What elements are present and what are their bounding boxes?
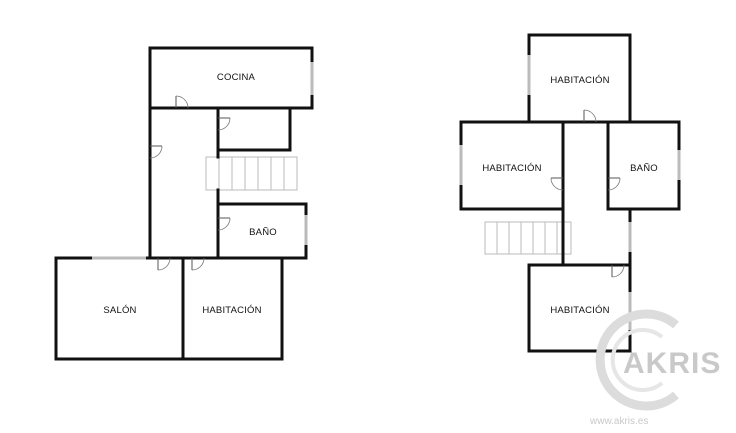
windows-floor-2 [459,55,681,330]
akris-watermark: AKRIS www.akris.es [589,309,721,427]
windows-floor-1 [92,62,314,260]
door-habitacion-bottom [611,264,625,278]
room-label-salon: SALÓN [103,305,136,316]
room-label-habitacion: HABITACIÓN [202,305,261,316]
room-label-habitacion-left: HABITACIÓN [482,163,541,174]
door-hall [149,145,163,159]
door-storage [217,117,231,131]
floor-1: COCINA BAÑO SALÓN HABITACIÓN [54,46,314,361]
akris-logo-icon [595,309,679,411]
room-label-bano-2: BAÑO [630,163,658,174]
door-habitacion [191,257,205,271]
room-label-habitacion-top: HABITACIÓN [550,75,609,86]
room-label-cocina: COCINA [217,72,256,83]
floor-2: HABITACIÓN HABITACIÓN BAÑO HABITACIÓN [459,33,681,353]
door-bano-2 [607,177,621,191]
door-salon [157,257,171,271]
brand-name: AKRIS [623,347,721,380]
walls-floor-1 [54,46,314,361]
door-cocina [175,95,189,109]
brand-site: www.akris.es [589,416,648,427]
doors-floor-1 [149,95,231,271]
doors-floor-2 [550,109,625,278]
room-label-habitacion-bottom: HABITACIÓN [550,305,609,316]
door-habitacion-left [550,177,564,191]
room-label-bano: BAÑO [249,227,277,238]
staircase-2 [484,221,572,255]
door-bano [217,217,231,231]
staircase [205,156,298,191]
door-habitacion-top [583,109,597,123]
